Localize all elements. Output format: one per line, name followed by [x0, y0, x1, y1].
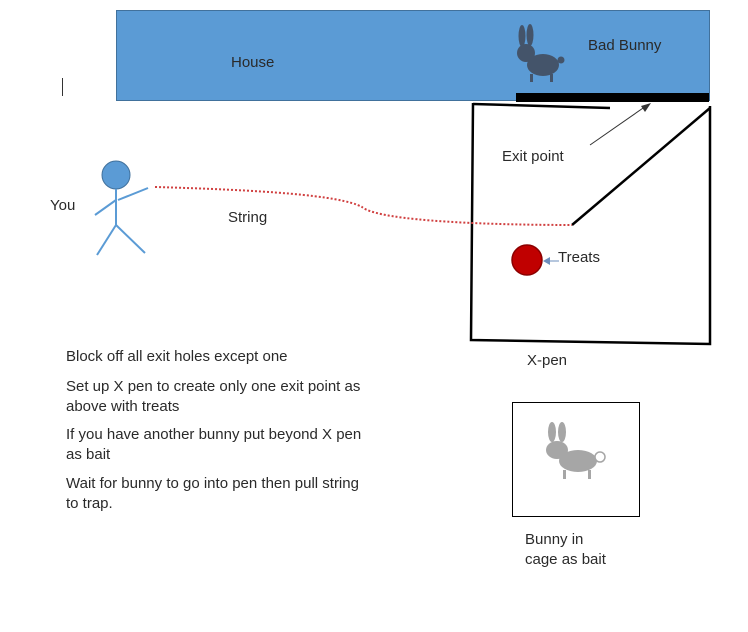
- bad-bunny-label: Bad Bunny: [588, 37, 662, 54]
- string-line: [154, 186, 573, 226]
- exit-point-label: Exit point: [502, 148, 564, 165]
- house-box: [116, 10, 710, 101]
- house-label: House: [231, 54, 275, 71]
- treats-arrow: [543, 257, 559, 265]
- instruction-2: Set up X pen to create only one exit poi…: [66, 378, 361, 415]
- cage-bait-label-line2: cage as bait: [525, 551, 606, 568]
- you-stick-figure-icon: [94, 160, 149, 256]
- string-label: String: [228, 209, 268, 226]
- instruction-3: If you have another bunny put beyond X p…: [66, 426, 362, 463]
- instruction-4: Wait for bunny to go into pen then pull …: [66, 475, 359, 512]
- house-door-bar: [516, 93, 709, 102]
- bait-cage-box: [512, 402, 640, 517]
- bait-bunny-rabbit-icon: [546, 422, 606, 479]
- you-label: You: [50, 197, 76, 214]
- xpen-label: X-pen: [527, 352, 568, 369]
- treats-icon: [511, 244, 543, 276]
- bad-bunny-rabbit-icon: [517, 24, 565, 82]
- cage-bait-label-line1: Bunny in: [525, 531, 584, 548]
- text-cursor: [62, 78, 63, 96]
- treats-label: Treats: [558, 249, 600, 266]
- instruction-1: Block off all exit holes except one: [66, 348, 288, 365]
- exit-point-arrow: [589, 103, 651, 146]
- xpen-enclosure: [469, 102, 712, 346]
